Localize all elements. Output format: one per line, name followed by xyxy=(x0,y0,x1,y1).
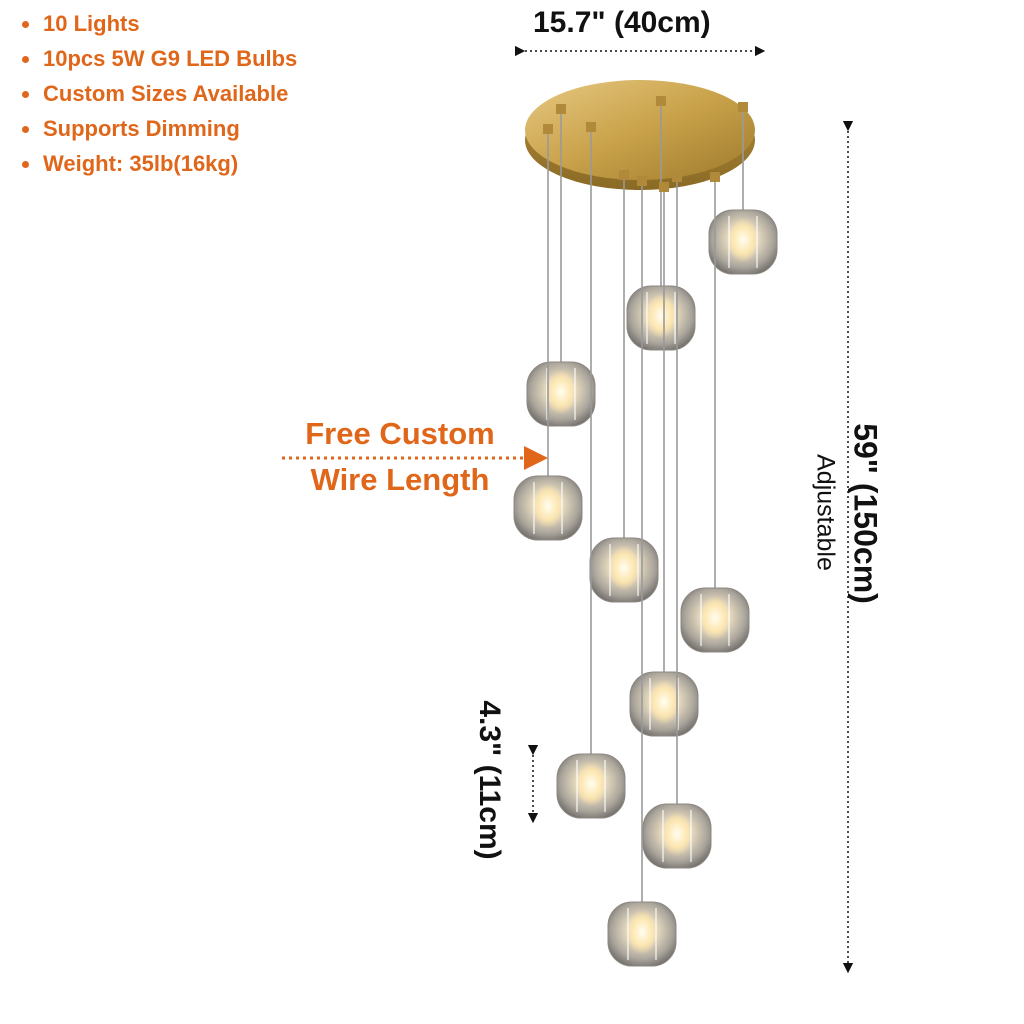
adjustable-label: Adjustable xyxy=(811,454,840,571)
spec-item-dimming: Supports Dimming xyxy=(22,111,297,146)
canopy xyxy=(525,80,755,190)
wire-cap xyxy=(672,172,682,182)
callout-line-1: Free Custom xyxy=(305,416,495,451)
spec-item-weight: Weight: 35lb(16kg) xyxy=(22,146,297,181)
wire-cap xyxy=(659,182,669,192)
spec-list: 10 Lights 10pcs 5W G9 LED Bulbs Custom S… xyxy=(22,6,297,181)
callout-line-2: Wire Length xyxy=(310,462,490,497)
bulb-glow xyxy=(661,812,693,856)
bulb-glow xyxy=(575,762,607,806)
bulb-glow xyxy=(545,370,577,414)
wire-cap xyxy=(543,124,553,134)
shade-height-label: 4.3" (11cm) xyxy=(473,700,506,860)
wire-cap xyxy=(656,96,666,106)
canopy-width-label: 15.7" (40cm) xyxy=(533,6,711,39)
bulb-glow xyxy=(648,680,680,724)
spec-item-lights: 10 Lights xyxy=(22,6,297,41)
wire-cap xyxy=(738,102,748,112)
wire-cap xyxy=(586,122,596,132)
spec-item-bulbs: 10pcs 5W G9 LED Bulbs xyxy=(22,41,297,76)
wire-cap xyxy=(710,172,720,182)
bulb-glow xyxy=(532,484,564,528)
bulb-glow xyxy=(645,294,677,338)
wire-cap xyxy=(619,170,629,180)
pendant-group xyxy=(513,96,778,967)
bulb-glow xyxy=(699,596,731,640)
total-height-label: 59" (150cm) xyxy=(847,423,884,604)
spec-item-custom-sizes: Custom Sizes Available xyxy=(22,76,297,111)
bulb-glow xyxy=(727,218,759,262)
bulb-glow xyxy=(608,546,640,590)
wire-cap xyxy=(556,104,566,114)
wire-cap xyxy=(637,176,647,186)
bulb-glow xyxy=(626,910,658,954)
